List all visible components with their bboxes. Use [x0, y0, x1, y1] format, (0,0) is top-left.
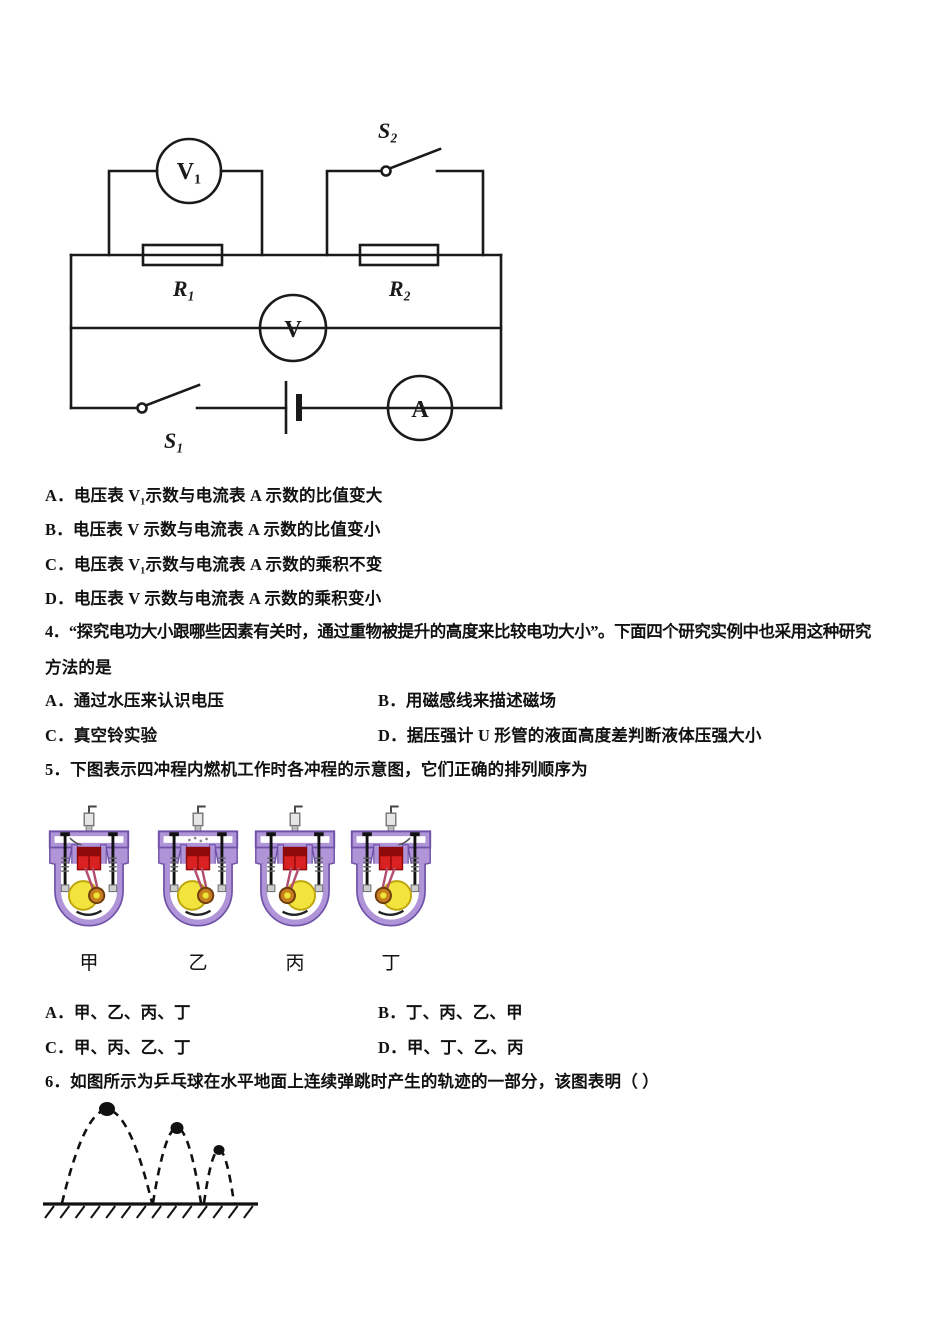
q3-option-d: D．电压表 V 示数与电流表 A 示数的乘积变小 [45, 589, 382, 608]
q4-stem-line1: 4．“探究电功大小跟哪些因素有关时，通过重物被提升的高度来比较电功大小”。下面四… [45, 622, 871, 641]
q5-option-a: A．甲、乙、丙、丁 [45, 1003, 191, 1022]
q6-stem: 6．如图所示为乒乓球在水平地面上连续弹跳时产生的轨迹的一部分，该图表明（ ） [45, 1072, 659, 1091]
ammeter-a: A [386, 374, 454, 442]
engine-figure-ding [350, 805, 432, 927]
ground-line [43, 1202, 258, 1219]
q4-option-c: C．真空铃实验 [45, 726, 158, 745]
switch-s2: S₂ [378, 118, 442, 177]
engine-label-yi: 乙 [188, 953, 208, 974]
engine-figure-yi [157, 805, 239, 927]
engine-label-bing: 丙 [285, 953, 305, 974]
battery-symbol [284, 381, 302, 434]
engine-figure-bing [254, 805, 336, 927]
resistor-r2: R₂ [358, 243, 440, 301]
svg-text:R₂: R₂ [388, 276, 411, 301]
q5-option-c: C．甲、丙、乙、丁 [45, 1038, 191, 1057]
svg-text:V: V [284, 317, 302, 343]
q3-option-c: C．电压表 V₁示数与电流表 A 示数的乘积不变 [45, 555, 383, 574]
engine-label-ding: 丁 [381, 953, 401, 974]
q3-option-b: B．电压表 V 示数与电流表 A 示数的比值变小 [45, 520, 381, 539]
svg-text:A: A [411, 397, 429, 423]
bounce-trajectory-figure [43, 1102, 258, 1219]
switch-s1: S₁ [136, 383, 201, 453]
svg-text:S₁: S₁ [164, 428, 184, 453]
q4-stem-line2: 方法的是 [45, 658, 112, 677]
q5-option-b: B．丁、丙、乙、甲 [378, 1003, 523, 1022]
circuit-wires [69, 169, 503, 410]
circuit-diagram-figure: V₁ S₂ R₁ R₂ V S₁ A [69, 118, 503, 453]
voltmeter-v: V [258, 293, 328, 363]
voltmeter-v1: V₁ [155, 137, 223, 205]
q5-option-d: D．甲、丁、乙、丙 [378, 1038, 524, 1057]
engine-label-jia: 甲 [79, 953, 99, 974]
q4-option-b: B．用磁感线来描述磁场 [378, 691, 557, 710]
svg-text:V₁: V₁ [177, 159, 202, 185]
q3-option-a: A．电压表 V₁示数与电流表 A 示数的比值变大 [45, 486, 383, 505]
trajectory-arcs [60, 1109, 236, 1204]
q4-option-d: D．据压强计 U 形管的液面高度差判断液体压强大小 [378, 726, 762, 745]
engine-figure-jia [48, 805, 130, 927]
resistor-r1: R₁ [141, 243, 224, 301]
q5-stem: 5．下图表示四冲程内燃机工作时各冲程的示意图，它们正确的排列顺序为 [45, 760, 588, 779]
svg-text:S₂: S₂ [378, 118, 398, 143]
q4-option-a: A．通过水压来认识电压 [45, 691, 225, 710]
svg-text:R₁: R₁ [172, 276, 195, 301]
ball-dots [99, 1102, 225, 1155]
